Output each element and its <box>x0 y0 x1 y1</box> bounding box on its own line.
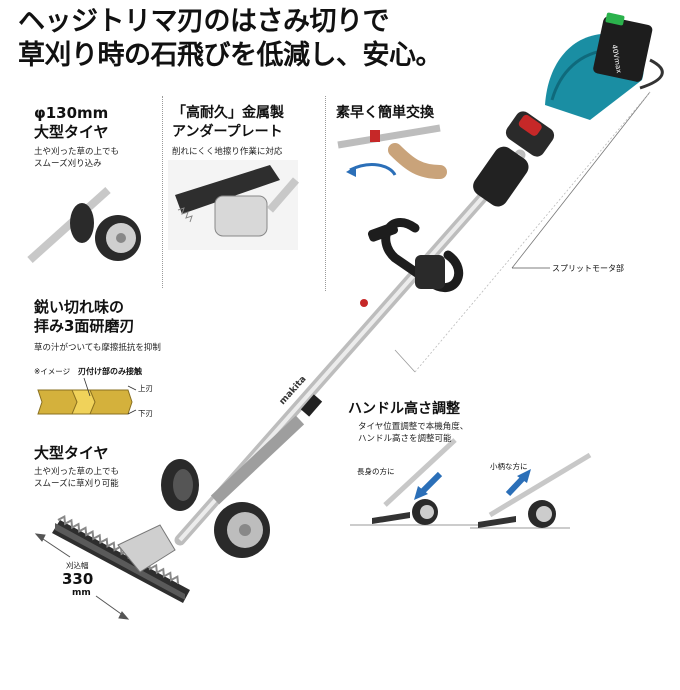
divider <box>162 96 163 288</box>
handle-tall-label: 長身の方に <box>357 467 395 476</box>
inset-blade-section <box>37 377 137 415</box>
tire130-desc-2: スムーズ刈り込み <box>34 159 102 169</box>
plate-desc: 削れにくく地擦り作業に対応 <box>172 147 283 157</box>
battery-pack: 40Vmax <box>593 12 653 82</box>
cut-width-label: 刈込幅 <box>66 561 89 570</box>
inset-height-short <box>470 452 592 529</box>
cut-width-unit: mm <box>72 588 91 598</box>
hedge-blade <box>52 514 190 603</box>
plate-title-2: アンダープレート <box>172 124 283 140</box>
lower-shaft <box>210 415 305 505</box>
split-motor-label: スプリットモータ部 <box>552 264 624 273</box>
inset-tire-130 <box>27 187 141 263</box>
blade-title-1: 鋭い切れ味の <box>34 298 125 316</box>
tire130-desc-1: 土や刈った草の上でも <box>34 147 120 157</box>
inset-exchange <box>337 124 447 179</box>
headline-line-2: 草刈り時の石飛びを低減し、安心。 <box>18 40 443 71</box>
leader-line <box>511 91 651 269</box>
handle-short-label: 小柄な方に <box>490 462 528 471</box>
divider <box>325 96 326 291</box>
handle-desc-2: ハンドル高さを調整可能 <box>358 434 452 444</box>
shaft-coupler <box>300 394 323 417</box>
handle-desc-1: タイヤ位置調整で本機角度、 <box>358 422 469 432</box>
handle-title: ハンドル高さ調整 <box>348 401 460 417</box>
leader-line <box>394 349 416 373</box>
tire130-title-1: φ130mm <box>34 104 109 122</box>
lock-pin <box>360 299 368 307</box>
cut-width-value: 330 <box>62 570 94 588</box>
blade-contact-label: 刃付け部のみ接触 <box>78 367 142 376</box>
blade-lower-label: 下刃 <box>138 409 153 418</box>
tire-big-desc-1: 土や刈った草の上でも <box>34 467 120 477</box>
tire-big-title: 大型タイヤ <box>34 444 109 462</box>
large-tire-rear <box>161 459 199 511</box>
inset-height-tall <box>350 438 480 526</box>
tire-big-desc-2: スムーズに草刈り可能 <box>34 479 119 489</box>
tire130-title-2: 大型タイヤ <box>34 123 109 141</box>
leader-line <box>414 91 651 373</box>
blade-image-note: ※イメージ <box>34 367 71 376</box>
exchange-title: 素早く簡単交換 <box>336 105 434 121</box>
power-cord <box>639 58 664 90</box>
blade-upper-label: 上刃 <box>138 384 153 393</box>
blade-desc: 草の汁がついても摩擦抵抗を抑制 <box>34 343 161 353</box>
large-tire-front <box>214 502 270 558</box>
inset-under-plate <box>168 160 300 250</box>
plate-title-1: 「高耐久」金属製 <box>172 105 284 121</box>
cut-width-arrows <box>34 533 130 620</box>
headline-line-1: ヘッジトリマ刃のはさみ切りで <box>18 6 390 37</box>
loop-handle <box>367 218 464 293</box>
blade-title-2: 拝み3面研磨刃 <box>34 317 135 335</box>
